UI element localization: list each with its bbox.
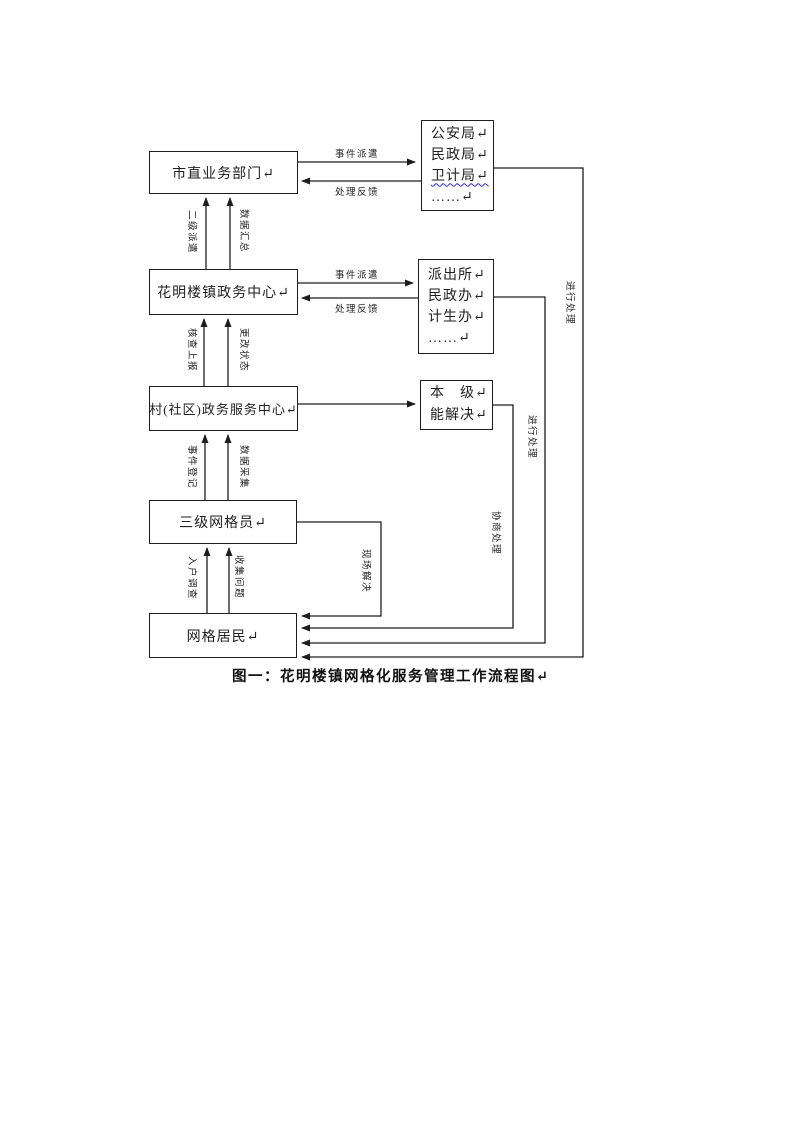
box-city-bureaus-line4: ……↵	[431, 189, 474, 205]
label-second-level-dispatch: 二级派遣	[186, 209, 196, 255]
label-handle-feedback-mid: 处理反馈	[335, 305, 380, 315]
label-proceed-offices: 进行处理	[526, 414, 536, 460]
box-city-bureaus-line1: 公安局↵	[431, 126, 489, 142]
box-town-offices-line4: ……↵	[428, 330, 471, 346]
box-town-offices-line3: 计生办↵	[428, 309, 486, 325]
box-town-offices-line2: 民政办↵	[428, 288, 486, 304]
edge-proceed-offices	[301, 296, 546, 647]
box-grid-residents-label: 网格居民↵	[186, 629, 260, 645]
box-city-departments: 市直业务部门↵	[149, 151, 298, 194]
label-onsite-resolve: 现场解决	[360, 548, 370, 594]
label-household-survey: 入户调查	[186, 555, 196, 601]
box-solve-local-line1: 本 级↵	[430, 386, 488, 401]
edge-proceed-bureaus	[301, 167, 584, 661]
box-grid-workers: 三级网格员↵	[149, 500, 297, 544]
box-village-center: 村(社区)政务服务中心↵	[149, 386, 298, 431]
box-city-departments-label: 市直业务部门↵	[172, 166, 275, 182]
figure-caption: 图一：花明楼镇网格化服务管理工作流程图↵	[232, 669, 550, 685]
box-grid-workers-label: 三级网格员↵	[179, 516, 267, 531]
label-event-dispatch-top: 事件派遣	[335, 150, 380, 160]
box-grid-residents: 网格居民↵	[149, 613, 297, 658]
box-town-offices: 派出所↵ 民政办↵ 计生办↵ ……↵	[418, 259, 494, 354]
label-data-summary: 数据汇总	[238, 208, 248, 254]
box-city-bureaus: 公安局↵ 民政局↵ 卫计局↵ ……↵	[421, 120, 494, 211]
label-event-dispatch-mid: 事件派遣	[335, 271, 380, 281]
edge-onsite-resolve	[297, 521, 382, 620]
label-verify-report: 核查上报	[186, 327, 196, 373]
label-event-register: 事件登记	[186, 444, 196, 490]
box-village-center-label: 村(社区)政务服务中心↵	[149, 402, 298, 417]
box-town-offices-line1: 派出所↵	[428, 267, 486, 283]
box-city-bureaus-line3: 卫计局↵	[431, 168, 489, 184]
label-proceed-bureaus: 进行处理	[564, 280, 574, 326]
box-solve-local: 本 级↵ 能解决↵	[420, 380, 493, 430]
label-data-collect: 数据采集	[238, 444, 248, 490]
label-handle-feedback-top: 处理反馈	[335, 188, 380, 198]
label-update-status: 更改状态	[238, 327, 248, 373]
box-city-bureaus-line2: 民政局↵	[431, 147, 489, 163]
edge-negotiate-handle	[301, 404, 514, 632]
box-solve-local-line2: 能解决↵	[430, 408, 488, 423]
label-negotiate-handle: 协商处理	[490, 510, 500, 556]
label-collect-issues: 收集问题	[233, 554, 243, 600]
box-town-center: 花明楼镇政务中心↵	[149, 269, 298, 315]
box-town-center-label: 花明楼镇政务中心↵	[157, 286, 290, 301]
